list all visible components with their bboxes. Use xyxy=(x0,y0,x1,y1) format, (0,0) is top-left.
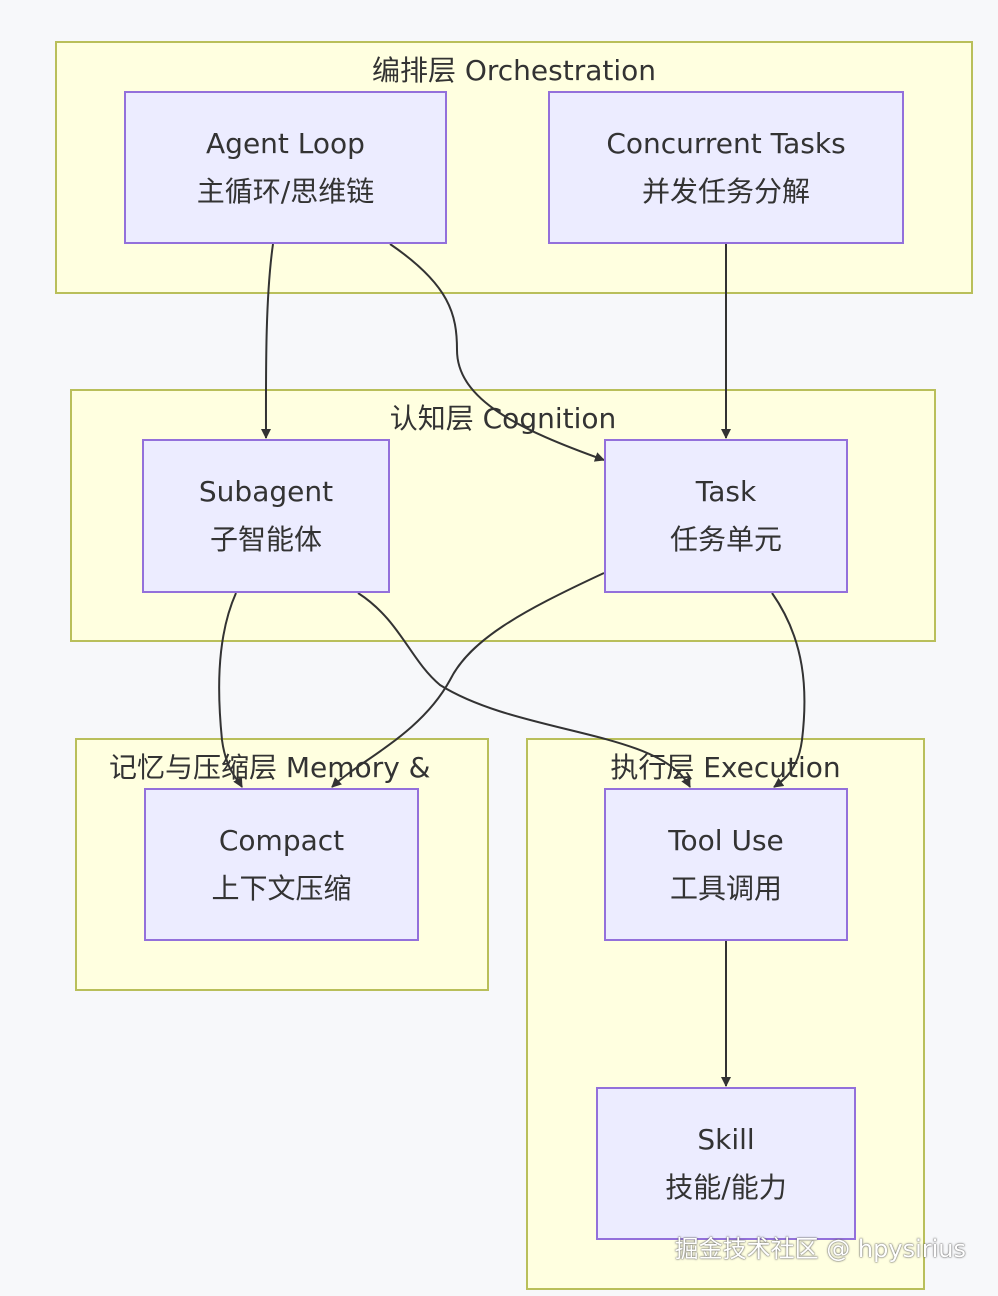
node-agent-loop-subtitle: 主循环/思维链 xyxy=(196,174,375,208)
node-compact-title: Compact xyxy=(218,823,345,857)
node-task-subtitle: 任务单元 xyxy=(669,523,782,556)
node-tool-use-subtitle: 工具调用 xyxy=(669,871,782,905)
node-skill[interactable]: Skill 技能/能力 xyxy=(596,1087,856,1240)
node-concurrent-tasks-subtitle: 并发任务分解 xyxy=(641,174,810,208)
node-subagent-title: Subagent xyxy=(198,475,334,508)
node-concurrent-tasks-title: Concurrent Tasks xyxy=(606,126,846,160)
layer-title-execution: 执行层 Execution xyxy=(610,751,841,784)
layer-title-cognition: 认知层 Cognition xyxy=(389,402,617,435)
node-task-title: Task xyxy=(695,475,757,508)
node-compact[interactable]: Compact 上下文压缩 xyxy=(144,788,419,941)
node-skill-title: Skill xyxy=(697,1122,755,1156)
layer-title-orchestration: 编排层 Orchestration xyxy=(371,54,657,87)
node-tool-use-title: Tool Use xyxy=(668,823,784,857)
node-agent-loop-title: Agent Loop xyxy=(206,126,365,160)
node-task[interactable]: Task 任务单元 xyxy=(604,439,848,593)
node-subagent[interactable]: Subagent 子智能体 xyxy=(142,439,390,593)
node-subagent-subtitle: 子智能体 xyxy=(209,523,322,556)
layer-title-memory: 记忆与压缩层 Memory & xyxy=(109,751,431,784)
watermark: 掘金技术社区 @ hpysirius xyxy=(674,1235,966,1263)
node-agent-loop[interactable]: Agent Loop 主循环/思维链 xyxy=(124,91,447,244)
node-concurrent-tasks[interactable]: Concurrent Tasks 并发任务分解 xyxy=(548,91,904,244)
node-tool-use[interactable]: Tool Use 工具调用 xyxy=(604,788,848,941)
node-compact-subtitle: 上下文压缩 xyxy=(211,871,352,905)
node-skill-subtitle: 技能/能力 xyxy=(665,1170,787,1204)
